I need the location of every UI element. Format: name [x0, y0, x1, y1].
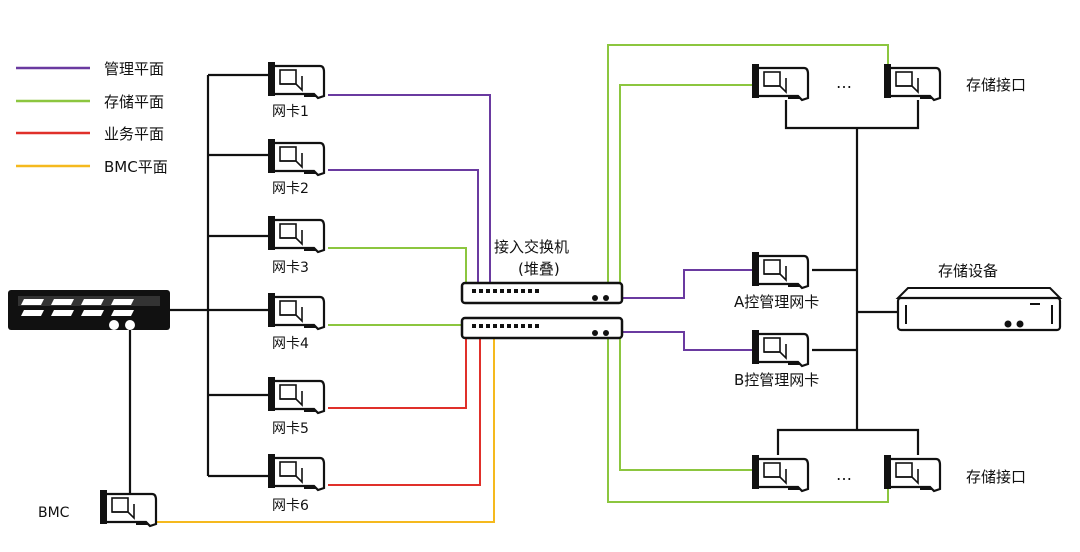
network-card-icon — [266, 452, 326, 492]
network-card-icon — [98, 488, 158, 528]
nic-label: 网卡3 — [272, 260, 309, 276]
nic-label: 网卡4 — [272, 336, 309, 352]
nic-label: 网卡1 — [272, 104, 309, 120]
server-nic-tree — [128, 73, 268, 495]
legend-label-management: 管理平面 — [104, 60, 164, 78]
network-card-icon — [882, 62, 942, 102]
nic-4: 网卡4 — [266, 291, 326, 352]
legend-label-bmc: BMC平面 — [104, 158, 168, 176]
switch-label-line2: (堆叠) — [518, 260, 560, 278]
legend-item-business: 业务平面 — [16, 125, 164, 143]
storage-backbone — [776, 100, 920, 455]
switch-label-line1: 接入交换机 — [494, 238, 569, 256]
controller-a-label: A控管理网卡 — [734, 293, 819, 311]
legend-item-bmc: BMC平面 — [16, 158, 168, 176]
network-card-icon — [266, 60, 326, 100]
storage-device-label: 存储设备 — [938, 262, 998, 280]
network-card-icon — [750, 328, 810, 368]
storage-ports-top: … 存储接口 — [750, 62, 1026, 102]
network-card-icon — [266, 137, 326, 177]
nic-1: 网卡1 — [266, 60, 326, 120]
network-card-icon — [750, 250, 810, 290]
nic-label: 网卡2 — [272, 181, 309, 197]
nic-label: 网卡6 — [272, 498, 309, 514]
nic-5: 网卡5 — [266, 375, 326, 437]
ellipsis-top: … — [836, 73, 852, 92]
storage-device: 存储设备 — [895, 262, 1063, 332]
storage-array-icon — [895, 287, 1063, 332]
switch-icon — [460, 281, 624, 305]
controller-a: A控管理网卡 — [734, 250, 819, 311]
legend-label-storage: 存储平面 — [104, 93, 164, 111]
network-card-icon — [266, 375, 326, 415]
ellipsis-bottom: … — [836, 465, 852, 484]
legend-item-management: 管理平面 — [16, 60, 164, 78]
nic-6: 网卡6 — [266, 452, 326, 514]
storage-port-bottom-label: 存储接口 — [966, 468, 1026, 486]
bmc-card: BMC — [38, 488, 158, 528]
storage-ports-bottom: … 存储接口 — [750, 453, 1026, 493]
access-switch-stack: 接入交换机 (堆叠) — [460, 238, 624, 340]
storage-port-top-label: 存储接口 — [966, 76, 1026, 94]
legend-item-storage: 存储平面 — [16, 93, 164, 111]
controller-b-label: B控管理网卡 — [734, 371, 819, 389]
network-card-icon — [882, 453, 942, 493]
switch-icon — [460, 316, 624, 340]
network-card-icon — [266, 214, 326, 254]
legend: 管理平面 存储平面 业务平面 BMC平面 — [16, 60, 168, 176]
nic-3: 网卡3 — [266, 214, 326, 276]
nic-2: 网卡2 — [266, 137, 326, 197]
server — [8, 290, 170, 330]
nic-label: 网卡5 — [272, 421, 309, 437]
legend-label-business: 业务平面 — [104, 125, 164, 143]
network-card-icon — [266, 291, 326, 331]
network-card-icon — [750, 62, 810, 102]
controller-b: B控管理网卡 — [734, 328, 819, 389]
plane-links — [155, 44, 889, 523]
bmc-label: BMC — [38, 505, 70, 521]
network-card-icon — [750, 453, 810, 493]
